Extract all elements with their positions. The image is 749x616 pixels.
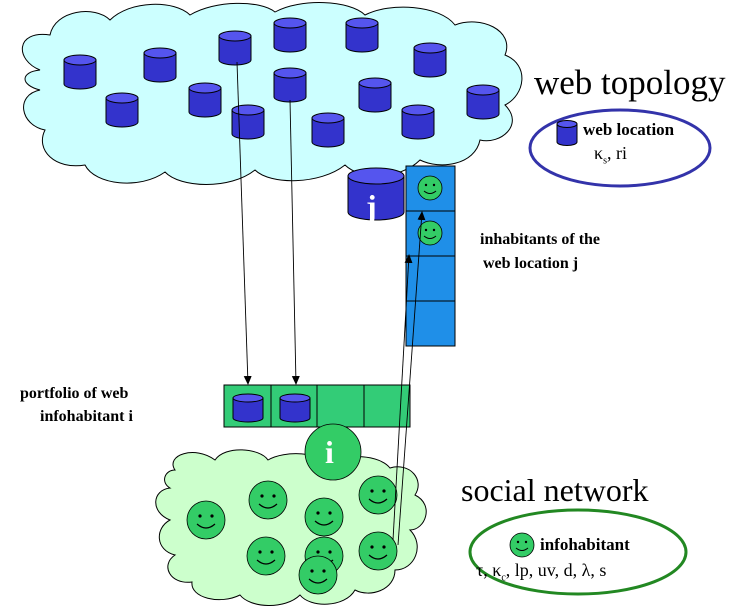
web-topology-title: web topology: [534, 63, 726, 102]
web-location-icon: [63, 54, 97, 90]
web-location-icon: [358, 77, 392, 113]
web-location-icon: [466, 84, 500, 120]
web-location-j-label: j: [366, 188, 377, 224]
arrow-to-portfolio: [289, 99, 300, 385]
legend-web-location-params: κs, ri: [594, 143, 627, 167]
infohabitant-smiley-icon: [298, 555, 338, 595]
web-location-icon: [218, 30, 252, 66]
infohabitant-smiley-icon: [186, 500, 226, 540]
infohabitant-i: [304, 423, 362, 481]
legend-infohabitant-name: infohabitant: [540, 535, 630, 554]
portfolio-label-line2: infohabitant i: [40, 408, 133, 425]
web-location-icon: [231, 104, 265, 140]
web-location-icon: [311, 112, 345, 148]
web-topology-cloud: [22, 2, 523, 185]
arrow-to-portfolio: [236, 61, 252, 385]
web-location-icon: [401, 104, 435, 140]
web-location-icon: [188, 82, 222, 118]
web-location-icon: [273, 17, 307, 53]
inhabitants-column: [405, 165, 456, 347]
inhabitants-label-line2: web location j: [483, 255, 579, 272]
arrow-to-inhabitants: [392, 254, 413, 541]
inhabitants-label-line1: inhabitants of the: [480, 231, 601, 248]
portfolio-row: [223, 384, 411, 428]
portfolio-web-location-icon: [279, 397, 311, 423]
web-location-icon: [345, 17, 379, 53]
web-location-icon: [143, 47, 177, 83]
web-location-icon: [413, 42, 447, 78]
web-location-icon: [273, 67, 307, 103]
web-location-j: [347, 167, 405, 221]
infohabitant-i-label: i: [325, 434, 334, 470]
social-network-title: social network: [461, 472, 649, 508]
social-network-cloud: [155, 449, 427, 606]
legend-web-location-name: web location: [583, 120, 675, 139]
legend-web-location-icon: [556, 123, 578, 146]
infohabitant-smiley-icon: [304, 497, 344, 537]
legend-infohabitant-icon: [509, 532, 535, 558]
infohabitant-smiley-icon: [358, 475, 398, 515]
portfolio-web-location-icon: [232, 397, 264, 423]
infohabitant-smiley-icon: [358, 531, 398, 571]
legend-infohabitant-params: τ, κc, lp, uv, d, λ, s: [476, 560, 607, 584]
portfolio-label-line1: portfolio of web: [20, 385, 129, 402]
inhabitant-smiley-icon: [417, 220, 443, 246]
arrow-to-inhabitants: [397, 211, 426, 546]
infohabitant-smiley-icon: [248, 480, 288, 520]
inhabitant-smiley-icon: [417, 175, 443, 201]
infohabitant-smiley-icon: [246, 536, 286, 576]
web-location-icon: [105, 92, 139, 128]
legend-infohabitant-border: [468, 508, 688, 596]
